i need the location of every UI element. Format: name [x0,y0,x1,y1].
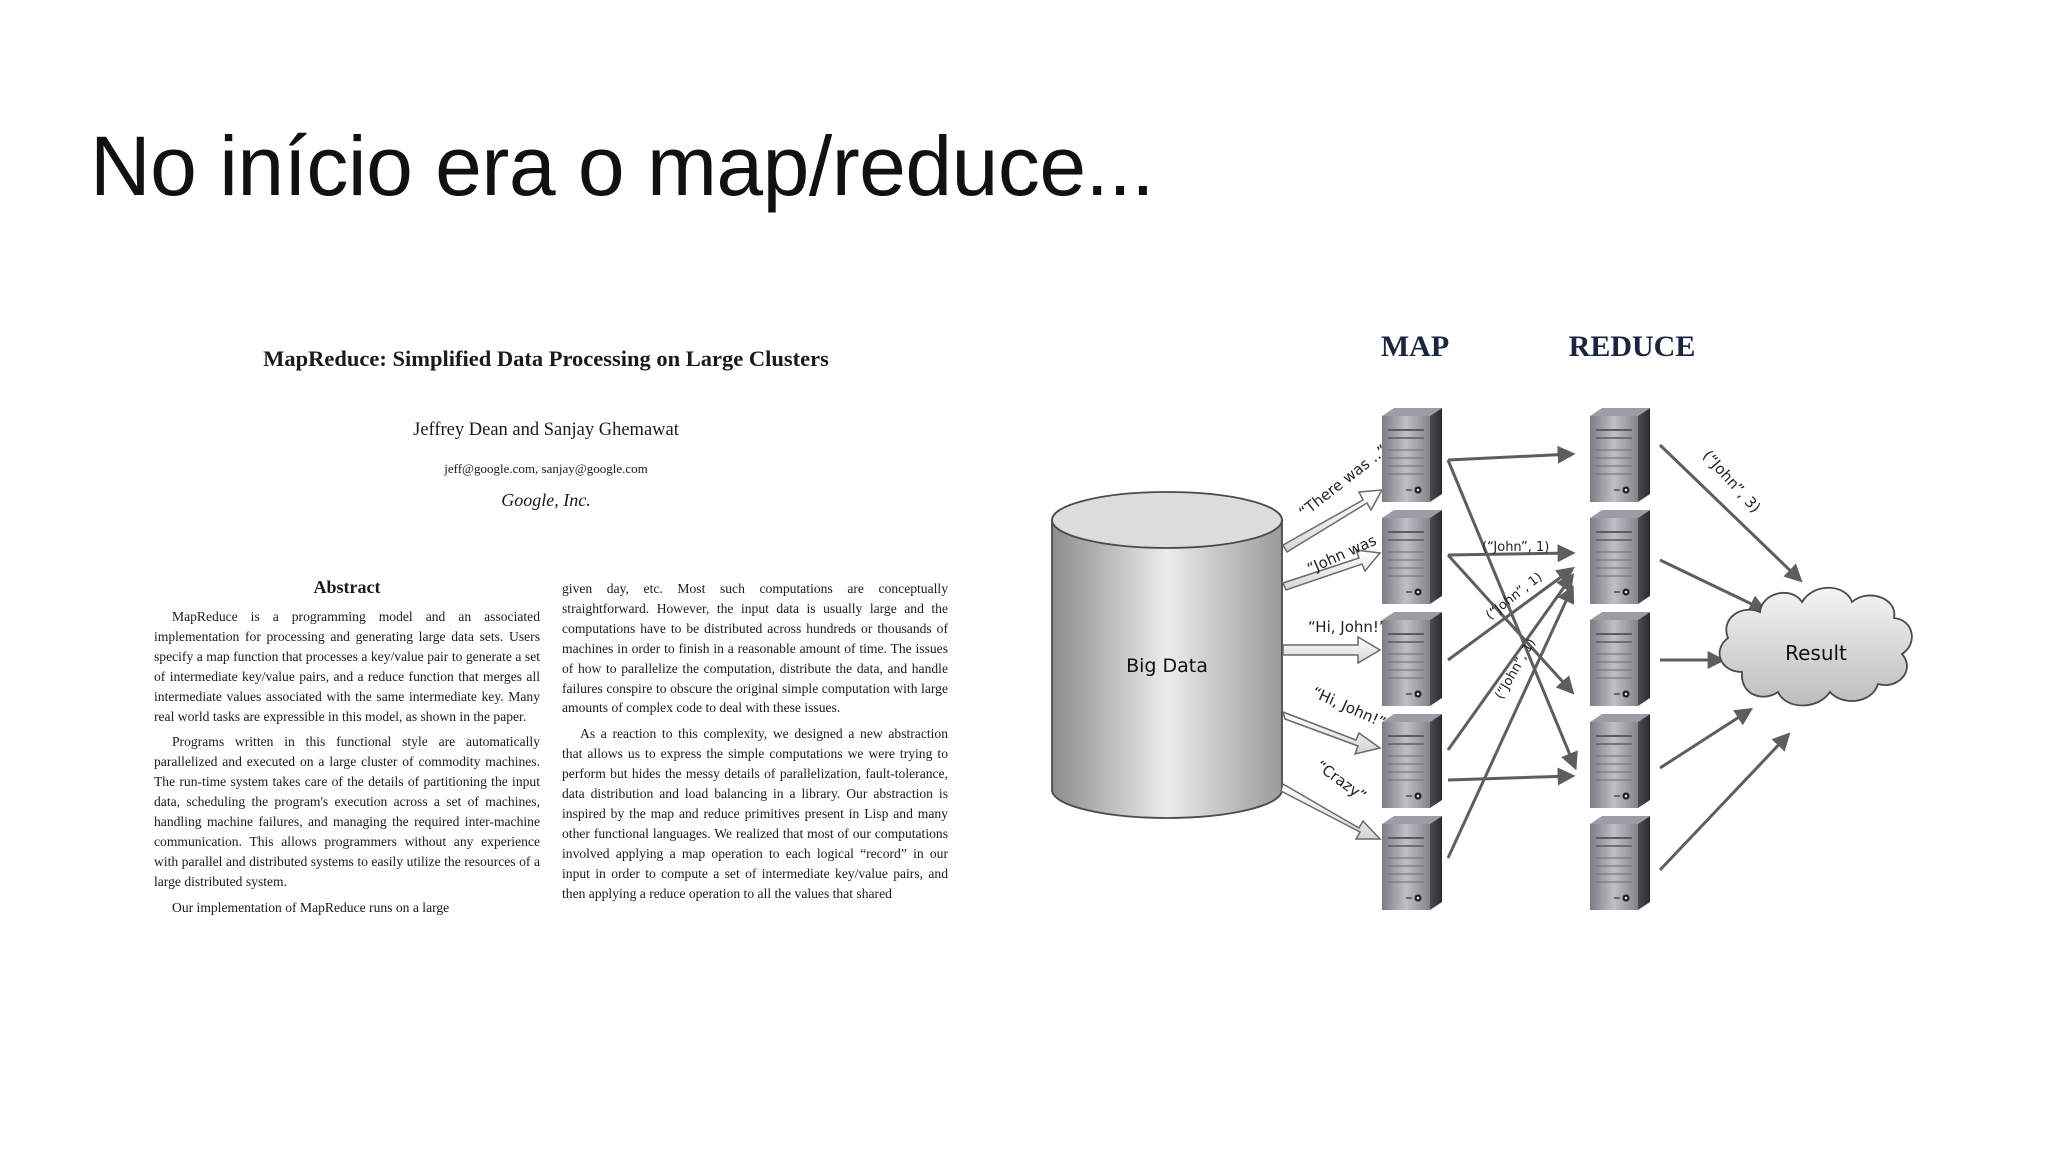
map-servers [1381,407,1443,911]
input-label-1: “There was ..” [1295,441,1390,521]
reduce-servers [1589,407,1651,911]
server-icon [1589,815,1651,911]
result-label: Result [1785,641,1847,665]
server-icon [1589,407,1651,503]
pair-label-3: (“John”, 1) [1492,636,1539,702]
reduce-label: REDUCE [1569,330,1696,363]
input-label-3: “Hi, John!” [1308,618,1387,636]
server-icon [1381,407,1443,503]
server-icon [1381,815,1443,911]
server-icon [1589,509,1651,605]
abstract-paragraph: Programs written in this functional styl… [154,734,540,889]
input-label-5: “Crazy” [1313,757,1370,805]
body-paragraph: given day, etc. Most such computations a… [562,581,948,716]
slide-title: No início era o map/reduce... [90,119,1155,213]
big-data-storage-icon [1051,491,1283,819]
input-split-arrows [1280,489,1384,840]
paper-emails: jeff@google.com, sanjay@google.com [444,461,648,476]
paper-left-column: Abstract MapReduce is a programming mode… [154,575,540,924]
pair-label-1: (“John”, 1) [1482,540,1549,555]
shuffle-arrows [1446,445,1578,859]
result-cloud-icon [1718,586,1913,707]
paper-excerpt: MapReduce: Simplified Data Processing on… [148,330,958,1130]
map-label: MAP [1381,330,1449,363]
mapreduce-diagram: MAP REDUCE Big Data “There was ..” “John… [1051,330,1913,911]
abstract-heading: Abstract [313,577,381,597]
server-icon [1589,611,1651,707]
server-icon [1381,509,1443,605]
paper-right-column: given day, etc. Most such computations a… [562,579,948,910]
output-label: (“John”, 3) [1699,447,1764,517]
paper-title: MapReduce: Simplified Data Processing on… [263,346,829,371]
input-label-4: “Hi, John!” [1309,683,1388,731]
abstract-paragraph: Our implementation of MapReduce runs on … [172,899,450,915]
server-icon [1589,713,1651,809]
server-icon [1381,611,1443,707]
paper-authors: Jeffrey Dean and Sanjay Ghemawat [413,420,679,440]
output-arrows [1658,443,1803,872]
paper-organization: Google, Inc. [501,490,591,510]
abstract-paragraph: MapReduce is a programming model and an … [154,609,540,724]
body-paragraph: As a reaction to this complexity, we des… [562,726,948,901]
big-data-label: Big Data [1126,655,1208,677]
server-icon [1381,713,1443,809]
